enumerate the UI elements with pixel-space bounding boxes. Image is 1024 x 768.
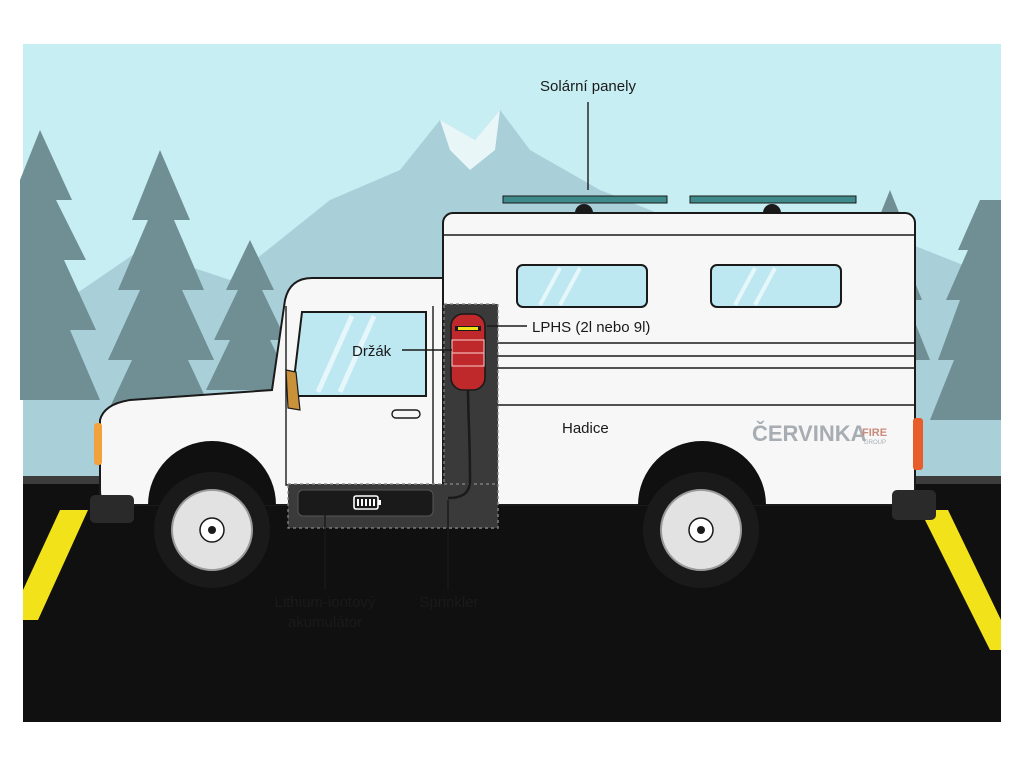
cervinka-logo: ČERVINKA FIRE GROUP	[752, 421, 887, 446]
hose-label: Hadice	[562, 420, 609, 437]
logo-group-text: GROUP	[864, 440, 886, 446]
lithium-battery	[297, 489, 434, 517]
front-wheel	[148, 441, 276, 588]
hose-line	[447, 389, 472, 500]
battery-label-line2: akumulátor	[288, 614, 362, 631]
lphs-extinguisher	[447, 313, 486, 500]
truck-cargo-box	[442, 212, 923, 506]
road-line-right	[920, 510, 1001, 650]
sprinkler-label: Sprinkler	[419, 594, 478, 611]
door-handle-icon	[391, 409, 421, 419]
rear-bumper	[892, 490, 936, 520]
solar-panels-label: Solární panely	[540, 78, 636, 95]
solar-panels	[502, 195, 857, 213]
logo-main-text: ČERVINKA	[752, 421, 867, 446]
cargo-window-right	[710, 264, 842, 308]
tail-light-icon	[913, 418, 923, 470]
holder-label: Držák	[352, 343, 392, 360]
rear-wheel	[638, 441, 766, 588]
side-mirror-icon	[285, 369, 301, 411]
battery-label-line1: Lithium-iontový	[275, 594, 376, 611]
front-bumper	[90, 495, 134, 523]
road-line-left	[23, 510, 88, 620]
logo-fire-text: FIRE	[862, 427, 887, 439]
lphs-label: LPHS (2l nebo 9l)	[532, 319, 650, 336]
cargo-window-left	[516, 264, 648, 308]
cab-light-icon	[94, 423, 102, 465]
